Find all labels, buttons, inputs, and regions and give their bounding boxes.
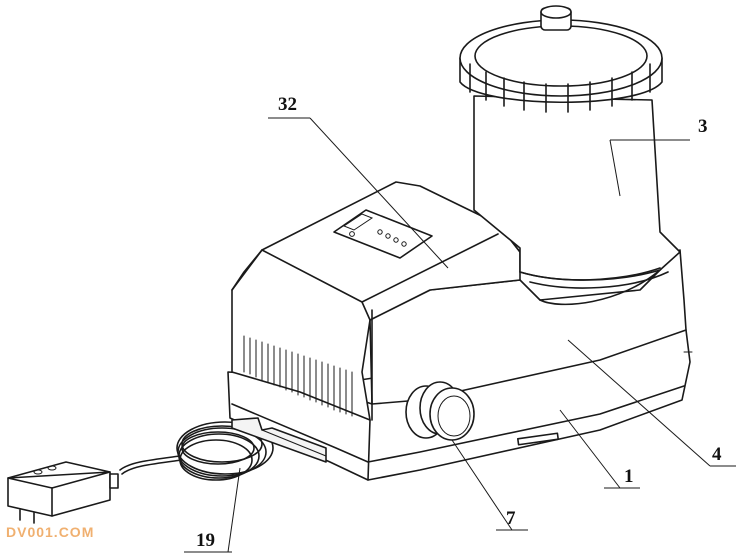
vent-grille — [243, 335, 353, 417]
label-7: 7 — [506, 508, 516, 529]
control-panel — [333, 209, 433, 259]
label-19: 19 — [196, 530, 215, 551]
label-32: 32 — [278, 94, 297, 115]
power-plug — [7, 461, 119, 524]
filter-cap — [459, 5, 663, 113]
watermark: DV001.COM — [6, 524, 95, 540]
label-1: 1 — [624, 466, 634, 487]
label-4: 4 — [712, 444, 722, 465]
filter-cartridge — [473, 95, 681, 289]
leader-lines — [184, 117, 736, 553]
cord-notch — [231, 417, 327, 463]
power-cord-coil — [119, 421, 274, 481]
label-3: 3 — [698, 116, 708, 137]
outlet-port — [405, 381, 475, 441]
